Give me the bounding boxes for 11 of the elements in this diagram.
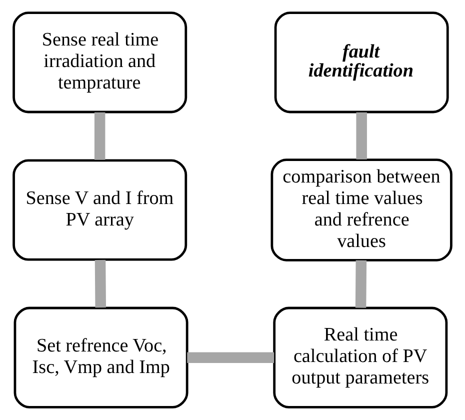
connector <box>355 260 367 308</box>
node-box: Sense V and I from PV array <box>12 159 188 261</box>
node-box: comparison between real time values and refrence values <box>270 158 452 262</box>
connector <box>187 352 274 363</box>
connector <box>94 260 106 308</box>
node-box: Real time calculation of PV output parameters <box>273 306 448 408</box>
node-box: Set refrence Voc, Isc, Vmp and Imp <box>14 306 188 408</box>
node-box: fault identification <box>274 12 449 114</box>
connector <box>356 112 367 160</box>
node-box: Sense real time irradiation and temprature <box>12 12 188 114</box>
connector <box>94 112 106 160</box>
